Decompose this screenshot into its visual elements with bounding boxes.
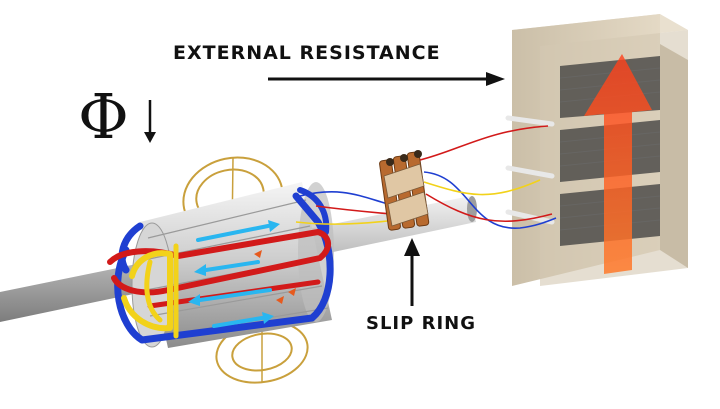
external-resistance-label: EXTERNAL RESISTANCE	[173, 42, 441, 64]
current-up-arrow	[584, 54, 652, 274]
rotor-windings	[107, 187, 334, 344]
external-resistance-arrow	[268, 72, 505, 86]
arrow-down-icon	[144, 100, 156, 143]
slip-ring-pointer-arrow	[404, 238, 420, 306]
slip-ring-label: SLIP RING	[366, 313, 476, 334]
resistor-bank	[505, 14, 688, 286]
rotor-leads	[295, 191, 397, 225]
external-leads	[419, 125, 557, 229]
flux-symbol: Φ	[78, 80, 130, 153]
slip-ring-assembly	[379, 150, 430, 231]
